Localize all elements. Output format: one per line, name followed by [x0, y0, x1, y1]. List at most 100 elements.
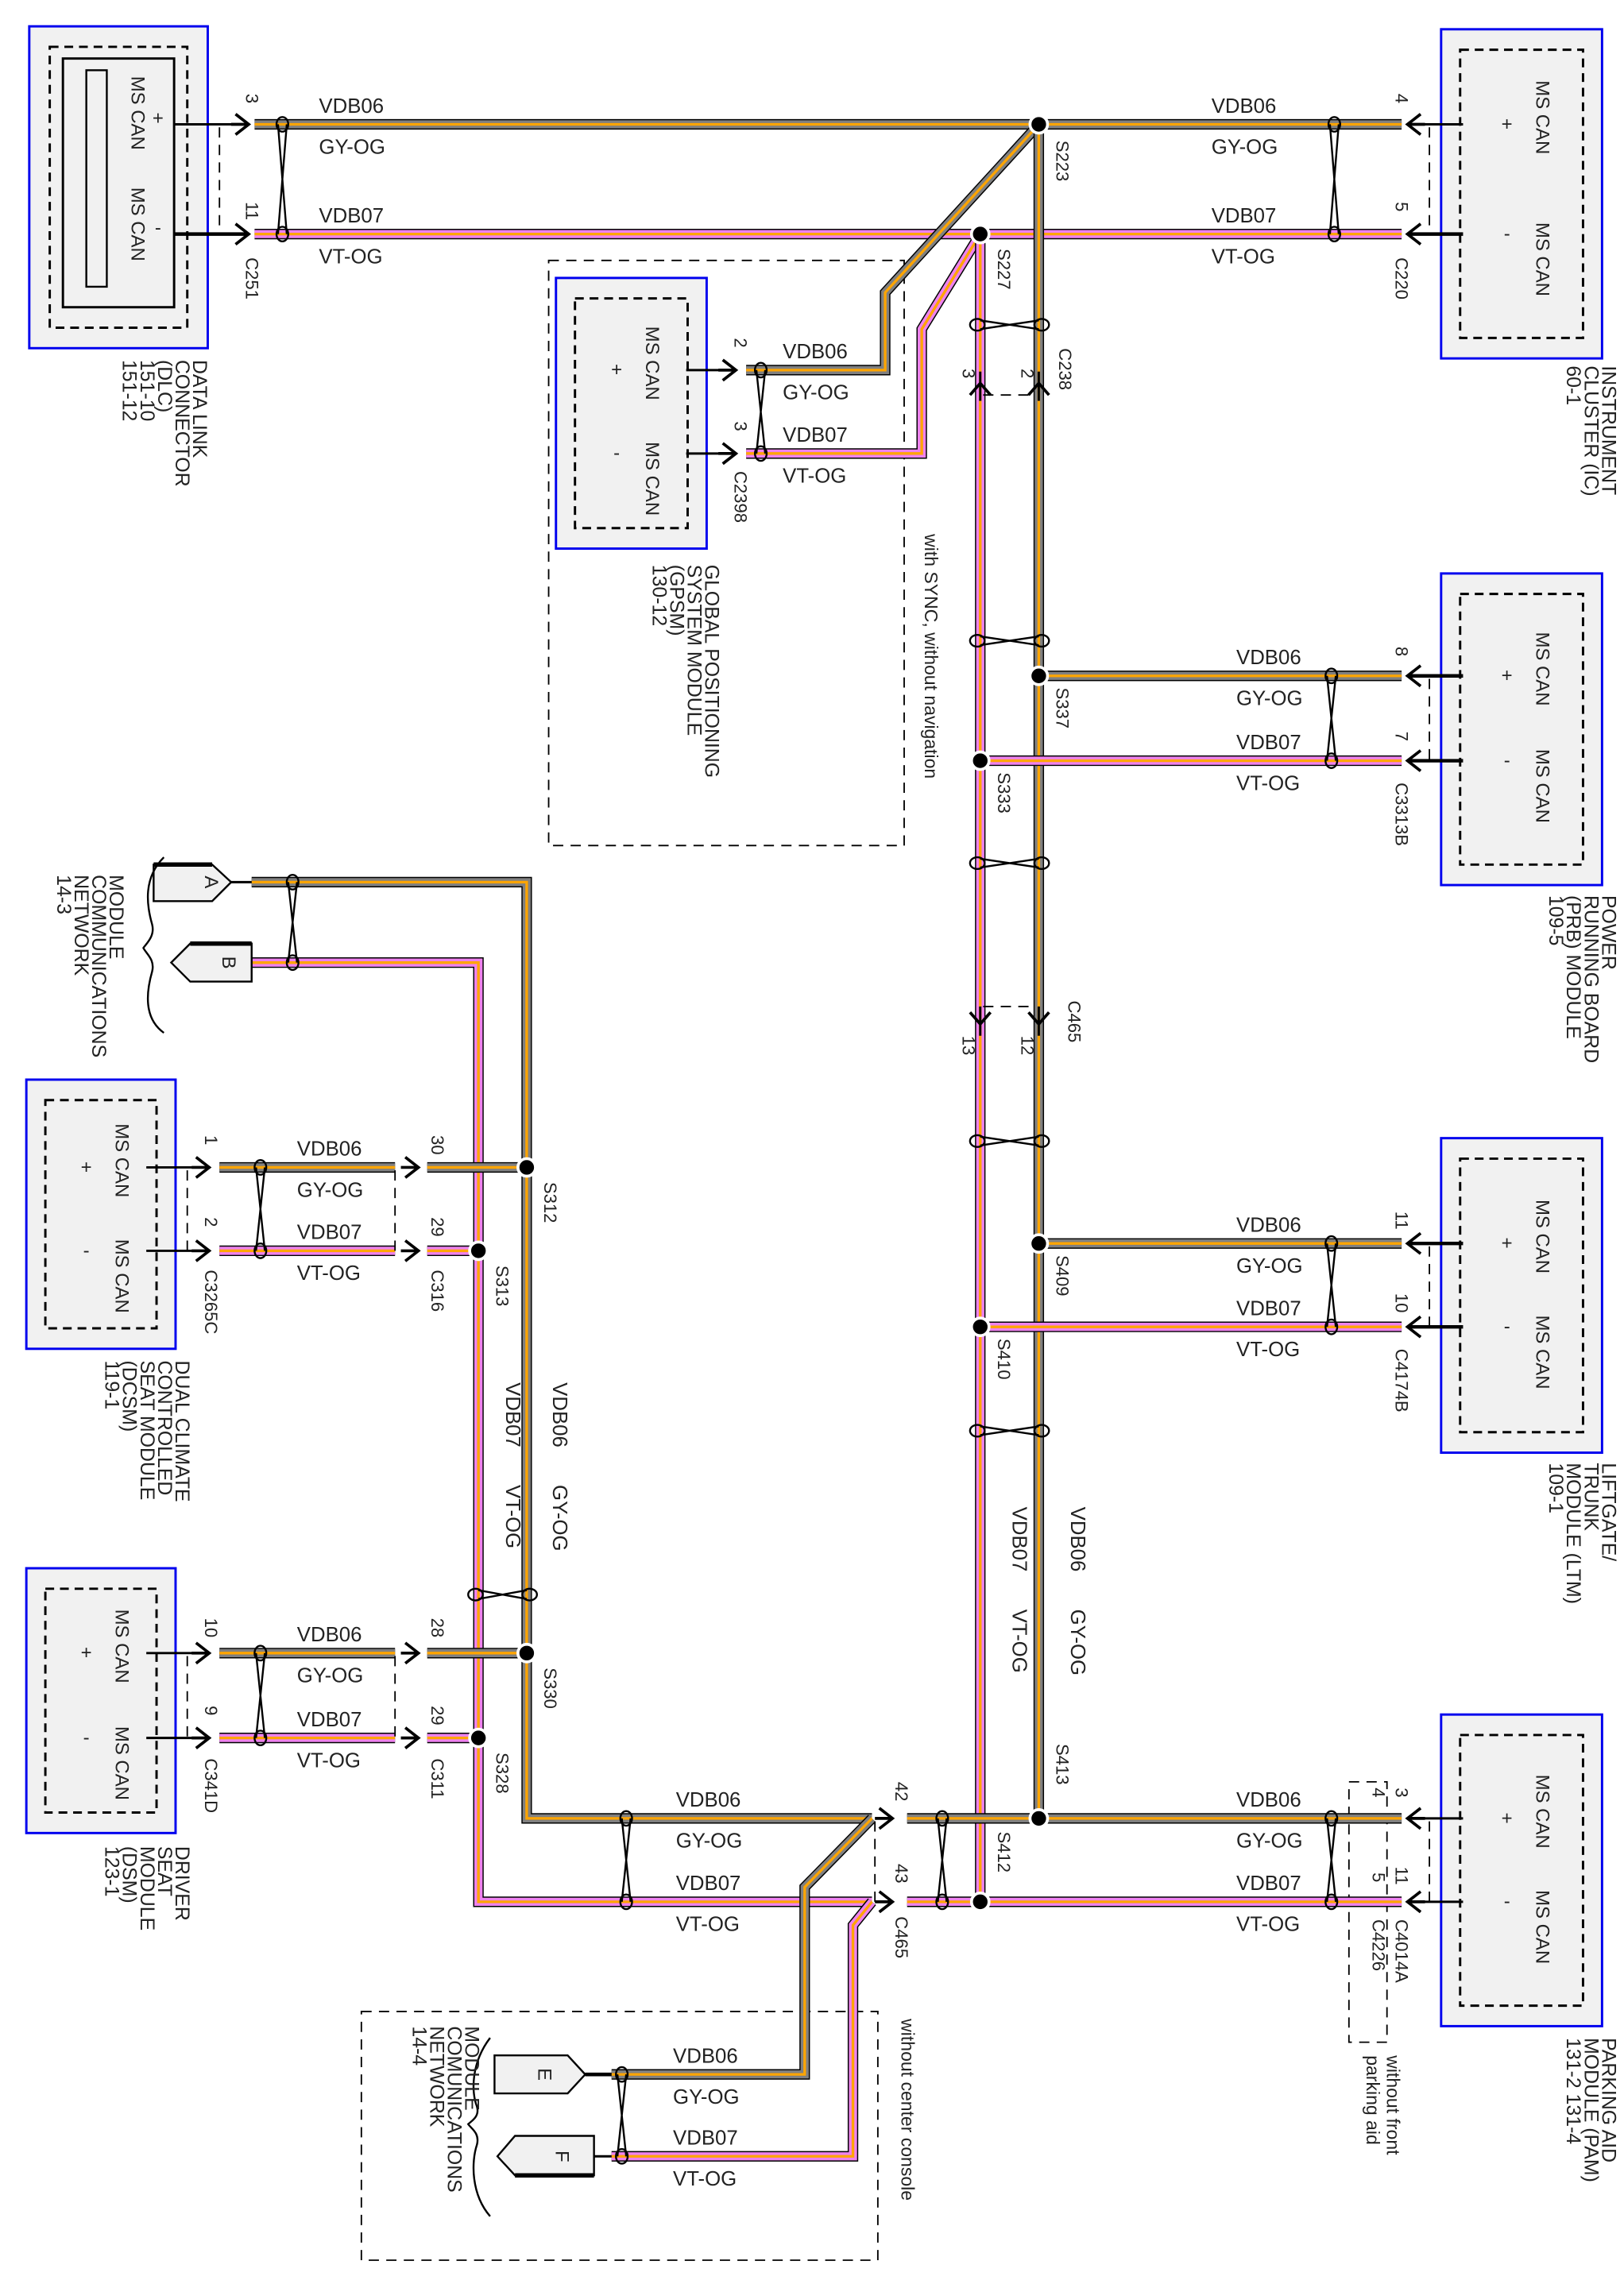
splice-s330: S330 — [516, 1642, 560, 1709]
pin-arrow-icon — [400, 1641, 421, 1665]
sign-minus: - — [83, 1240, 90, 1262]
ltm-module[interactable]: MS CAN+MS CAN- — [1440, 1137, 1603, 1455]
splice-s223: S223 — [1028, 114, 1073, 181]
twisted-pair-marker — [467, 1587, 539, 1602]
pin-number: 43 — [891, 1864, 911, 1884]
pam-module[interactable]: MS CAN+MS CAN- — [1440, 1713, 1603, 2027]
net-connector-f[interactable]: F — [496, 2135, 612, 2178]
signal-label: MS CAN — [110, 1239, 132, 1313]
splice-s337: S337 — [1028, 665, 1073, 729]
splices: S223S227S337S333S409S410S413S412S312S313… — [468, 114, 1073, 1912]
wire-circuit-label: VDB06 — [673, 2045, 738, 2067]
wire-circuit-label: VDB06 — [1236, 647, 1301, 669]
twisted-pair-marker — [969, 318, 1050, 332]
pin-arrow-icon — [1405, 749, 1425, 772]
pin-number: 29 — [427, 1217, 447, 1237]
signal-label: MS CAN — [110, 1123, 132, 1197]
module-name: GLOBAL POSITIONING — [701, 565, 722, 778]
wire-vdb07-f — [611, 1898, 876, 2162]
wire-circuit-label: VDB07 — [676, 1873, 741, 1895]
signal-label: MS CAN — [1532, 222, 1553, 296]
connector-id: C465 — [891, 1916, 911, 1958]
module-name: 131-2 131-4 — [1562, 2038, 1583, 2144]
splice-s413: S413 — [1028, 1744, 1073, 1829]
net-connector-e[interactable]: E — [493, 2054, 612, 2095]
sign-plus: + — [81, 1157, 92, 1178]
wire-color-label: VT-OG — [1212, 245, 1275, 268]
pin-number: 29 — [427, 1706, 447, 1726]
module-name: (DSM) — [118, 1846, 140, 1903]
module-name: MODULE (LTM) — [1562, 1463, 1583, 1604]
pin-arrow-icon — [969, 371, 992, 401]
module-name: SYSTEM MODULE — [682, 565, 704, 736]
sign-plus: + — [1502, 114, 1513, 135]
option-regions — [360, 259, 1388, 2261]
sign-minus: - — [83, 1727, 90, 1749]
wire-color-label: VT-OG — [297, 1749, 361, 1772]
net-connector-a[interactable]: A — [153, 862, 252, 902]
pin-number: 7 — [1392, 732, 1412, 741]
wire-color-label: VT-OG — [501, 1485, 524, 1548]
net-connector-e-label: E — [534, 2068, 555, 2081]
wire-color-label: GY-OG — [676, 1830, 743, 1853]
wire-color-label: GY-OG — [783, 382, 849, 404]
gpsm-module[interactable]: MS CAN+MS CAN- — [555, 276, 708, 551]
twisted-pair-marker — [969, 633, 1050, 648]
prb-module[interactable]: MS CAN+MS CAN- — [1440, 572, 1603, 887]
pin-arrow-icon — [875, 1890, 895, 1914]
wire-color-label: VT-OG — [319, 245, 382, 268]
pin-number: 1 — [201, 1135, 221, 1145]
wire-color-label: GY-OG — [1236, 1255, 1303, 1277]
pin-arrow-icon — [1405, 664, 1425, 688]
connector-id: C4174B — [1392, 1349, 1412, 1413]
center-console-option-region — [360, 2011, 879, 2261]
twisted-pair-marker — [253, 1644, 268, 1747]
wire-color-label: GY-OG — [297, 1665, 364, 1687]
pin-arrow-icon — [1405, 113, 1425, 136]
splice-label: S330 — [540, 1668, 560, 1709]
splice-label: S227 — [994, 249, 1014, 290]
sign-plus: + — [153, 108, 164, 129]
connector-id: C341D — [201, 1758, 221, 1813]
pin-number: 10 — [201, 1618, 221, 1638]
module-name: DUAL CLIMATE — [171, 1361, 192, 1502]
twisted-pair-marker — [969, 1134, 1050, 1148]
twisted-pair-marker — [1324, 1810, 1339, 1911]
network-name: MODULE — [105, 875, 126, 959]
signal-label: MS CAN — [1532, 632, 1553, 705]
splice-s333: S333 — [969, 750, 1014, 814]
dsm-module[interactable]: MS CAN+MS CAN- — [25, 1567, 177, 1834]
module-name: 123-1 — [101, 1846, 122, 1897]
pin-arrow-icon — [875, 1807, 895, 1830]
twisted-pair-marker — [619, 1810, 633, 1911]
splice-s312: S312 — [516, 1157, 560, 1223]
pin-number: 8 — [1392, 647, 1412, 656]
connector-id: C4014A — [1392, 1919, 1412, 1983]
wire-circuit-label: VDB06 — [676, 1789, 741, 1811]
pin-arrow-icon — [400, 1239, 421, 1262]
signal-label: MS CAN — [1532, 80, 1553, 154]
option-note: without front — [1383, 2054, 1404, 2155]
pin-number: 9 — [201, 1706, 221, 1715]
wires — [219, 118, 1402, 2162]
wire-color-label: GY-OG — [319, 136, 385, 158]
wire-circuit-label: VDB07 — [783, 424, 848, 446]
splice-label: S313 — [492, 1266, 512, 1307]
ic-module[interactable]: MS CAN+MS CAN- — [1440, 28, 1603, 360]
connector-id: C238 — [1055, 348, 1075, 390]
dcsm-module[interactable]: MS CAN+MS CAN- — [25, 1078, 177, 1351]
pin-number: 3 — [959, 369, 979, 378]
twisted-pair-marker — [615, 2066, 629, 2165]
module-name: 109-1 — [1545, 1463, 1566, 1513]
net-connector-b[interactable]: B — [169, 941, 253, 983]
module-name: MODULE — [136, 1846, 157, 1930]
pin-number: 13 — [959, 1036, 979, 1056]
wire-vdb07-left — [251, 957, 872, 1907]
pin-arrow-icon — [969, 1006, 992, 1036]
module-name: MODULE (PAM) — [1580, 2038, 1601, 2182]
twisted-pair-marker — [1324, 667, 1339, 769]
wire-circuit-label: VDB06 — [1212, 95, 1277, 118]
signal-label: MS CAN — [1532, 1890, 1553, 1964]
